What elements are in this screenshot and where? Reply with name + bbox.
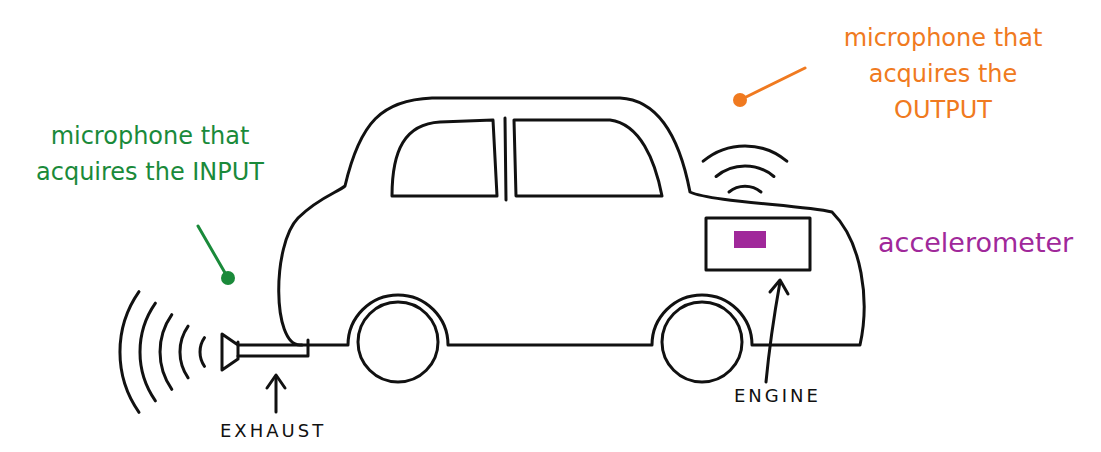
rear-window — [514, 120, 662, 196]
annotation-label: EXHAUST — [220, 419, 370, 443]
exhaust-tip — [222, 334, 238, 370]
engine-sound-waves — [703, 146, 787, 192]
exhaust-pointer — [275, 376, 278, 412]
annotation-label: microphone that acquires the INPUT — [30, 118, 270, 190]
front-window — [392, 120, 497, 196]
leader-line — [740, 68, 805, 100]
annotation-label: accelerometer — [878, 226, 1098, 260]
engine-box — [706, 218, 810, 270]
accelerometer-mark — [734, 231, 766, 248]
wheel — [358, 302, 438, 382]
leader-dot — [221, 271, 235, 285]
engine-pointer-head — [770, 280, 788, 294]
exhaust-sound-waves — [120, 292, 205, 413]
leader-line — [198, 226, 228, 278]
leader-dot — [733, 93, 747, 107]
door-line — [505, 118, 506, 200]
wheel — [662, 302, 742, 382]
exhaust-pipe — [238, 340, 308, 356]
annotation-label: microphone that acquires the OUTPUT — [818, 20, 1068, 128]
annotation-label: ENGINE — [734, 384, 864, 408]
engine-pointer — [766, 282, 780, 382]
exhaust-pointer-head — [267, 375, 285, 388]
